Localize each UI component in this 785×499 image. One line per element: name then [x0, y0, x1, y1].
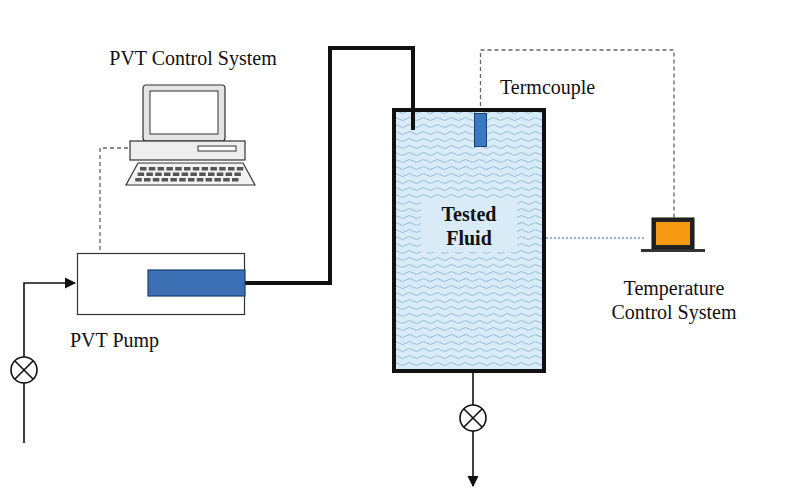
thermocouple-probe-outline — [474, 113, 487, 147]
node-label: Termcouple — [500, 75, 660, 99]
pump-box: PVT Pump — [77, 253, 245, 315]
thermocouple-probe: Termcouple — [474, 113, 487, 147]
node-label: PVT Pump — [70, 328, 270, 352]
temperature-controller-icon: Temperature Control System — [645, 218, 703, 252]
pressure-line — [245, 48, 413, 283]
node-label: Temperature Control System — [604, 276, 744, 324]
temperature-controller-icon-outline — [645, 218, 703, 252]
computer-icon-outline — [128, 85, 258, 185]
heating-link-line — [546, 237, 645, 239]
node-label: Tested Fluid — [421, 200, 517, 252]
computer-icon: PVT Control System — [128, 85, 258, 185]
control-signal-line — [100, 148, 128, 253]
node-label: PVT Control System — [68, 46, 318, 70]
inlet-valve — [11, 357, 37, 383]
fluid-vessel: Tested Fluid — [392, 108, 546, 373]
pump-box-outline — [77, 253, 245, 315]
outlet-valve — [460, 405, 486, 431]
